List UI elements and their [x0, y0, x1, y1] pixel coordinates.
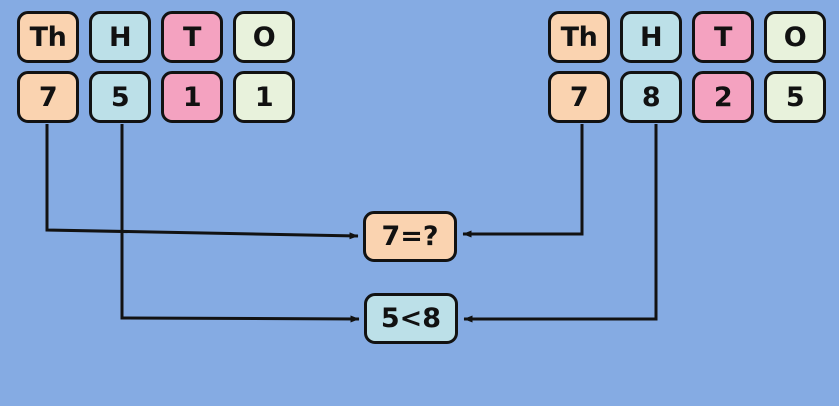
right-header-thousands: Th	[548, 11, 610, 63]
connector-left-thousands	[45, 124, 359, 240]
hundreds-comparison-box[interactable]: 5<8	[364, 293, 458, 344]
right-header-ones: O	[764, 11, 826, 63]
left-header-ones: O	[233, 11, 295, 63]
right-header-tens: T	[692, 11, 754, 63]
left-digit-ones[interactable]: 1	[233, 71, 295, 123]
right-number-header-row: Th H T O	[548, 11, 826, 63]
left-digit-hundreds[interactable]: 5	[89, 71, 151, 123]
left-header-hundreds: H	[89, 11, 151, 63]
right-header-hundreds: H	[620, 11, 682, 63]
left-digit-thousands[interactable]: 7	[17, 71, 79, 123]
right-digit-thousands[interactable]: 7	[548, 71, 610, 123]
thousands-comparison-box[interactable]: 7=?	[363, 211, 457, 262]
right-digit-ones[interactable]: 5	[764, 71, 826, 123]
right-digit-hundreds[interactable]: 8	[620, 71, 682, 123]
right-number-digit-row: 7 8 2 5	[548, 71, 826, 123]
left-number-group: Th H T O 7 5 1 1	[17, 11, 295, 123]
right-number-group: Th H T O 7 8 2 5	[548, 11, 826, 123]
right-digit-tens[interactable]: 2	[692, 71, 754, 123]
left-header-thousands: Th	[17, 11, 79, 63]
connector-right-hundreds	[463, 124, 658, 323]
left-number-digit-row: 7 5 1 1	[17, 71, 295, 123]
connector-right-thousands	[462, 124, 584, 238]
left-number-header-row: Th H T O	[17, 11, 295, 63]
left-header-tens: T	[161, 11, 223, 63]
connector-left-hundreds	[120, 124, 360, 323]
left-digit-tens[interactable]: 1	[161, 71, 223, 123]
